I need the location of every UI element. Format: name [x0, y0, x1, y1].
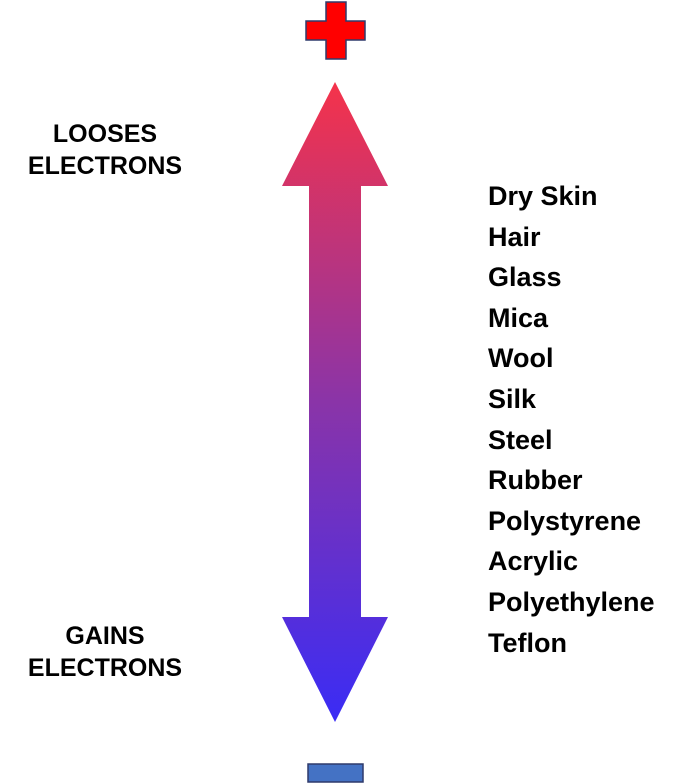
plus-icon	[305, 1, 366, 60]
material-item: Hair	[488, 221, 541, 252]
material-item: Glass	[488, 262, 562, 293]
gains-electrons-label: GAINS ELECTRONS	[0, 620, 210, 684]
label-line: LOOSES	[52, 120, 158, 148]
material-item: Mica	[488, 302, 549, 333]
label-line: ELECTRONS	[27, 152, 183, 180]
label-line: ELECTRONS	[27, 654, 183, 682]
material-list: Dry Skin Hair Glass Mica Wool Silk Steel…	[488, 176, 655, 663]
label-line: GAINS	[65, 622, 145, 650]
looses-electrons-label: LOOSES ELECTRONS	[0, 118, 210, 182]
material-item: Steel	[488, 424, 553, 455]
material-item: Wool	[488, 343, 554, 374]
minus-icon	[307, 763, 364, 783]
material-item: Rubber	[488, 465, 583, 496]
material-item: Acrylic	[488, 546, 579, 577]
double-arrow	[282, 82, 388, 722]
material-item: Polystyrene	[488, 505, 642, 536]
material-item: Polyethylene	[488, 586, 655, 617]
material-item: Silk	[488, 383, 537, 414]
material-item: Dry Skin	[488, 181, 598, 211]
material-item: Teflon	[488, 627, 567, 658]
